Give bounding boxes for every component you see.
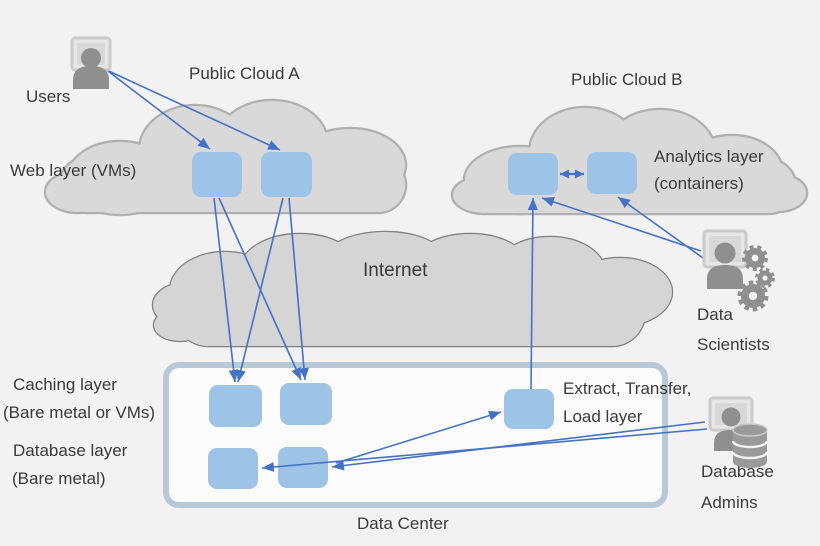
public-cloud-b-title: Public Cloud B (571, 70, 683, 89)
analytics-2-node (587, 152, 637, 194)
users-person-icon (70, 36, 112, 89)
database-icon (731, 423, 769, 468)
web-layer-label: Web layer (VMs) (10, 161, 137, 180)
database-1-node (208, 448, 258, 489)
data-scientists-label-line1: Data (697, 305, 733, 324)
etl-layer-label-line2: Load layer (563, 407, 643, 426)
public-cloud-a-title: Public Cloud A (189, 64, 300, 83)
database-2-node (278, 447, 328, 488)
caching-2-node (280, 383, 332, 425)
data-scientists-person-gears-icon (702, 229, 775, 312)
gear-icon (737, 280, 769, 312)
database-layer-label-line2: (Bare metal) (12, 469, 106, 488)
database-admins-label-line2: Admins (701, 493, 758, 512)
caching-layer-label-line1: Caching layer (13, 375, 117, 394)
data-center-label: Data Center (357, 514, 449, 533)
internet-cloud-shape (151, 230, 674, 348)
caching-layer-label-line2: (Bare metal or VMs) (3, 403, 156, 422)
etl-node (504, 389, 554, 429)
analytics-1-node (508, 153, 558, 195)
analytics-layer-label-line1: Analytics layer (654, 147, 764, 166)
gear-icon (755, 268, 775, 288)
database-admins-person-database-icon (708, 396, 769, 468)
analytics-layer-label-line2: (containers) (654, 174, 744, 193)
caching-1-node (209, 385, 262, 427)
web-vm-1-node (192, 152, 242, 197)
web-vm-2-node (261, 152, 312, 197)
internet-label: Internet (363, 260, 428, 281)
data-scientists-label-line2: Scientists (697, 335, 770, 354)
etl-layer-label-line1: Extract, Transfer, (563, 379, 692, 398)
users-label: Users (26, 87, 71, 106)
gear-icon (742, 245, 768, 271)
database-layer-label-line1: Database layer (13, 441, 128, 460)
